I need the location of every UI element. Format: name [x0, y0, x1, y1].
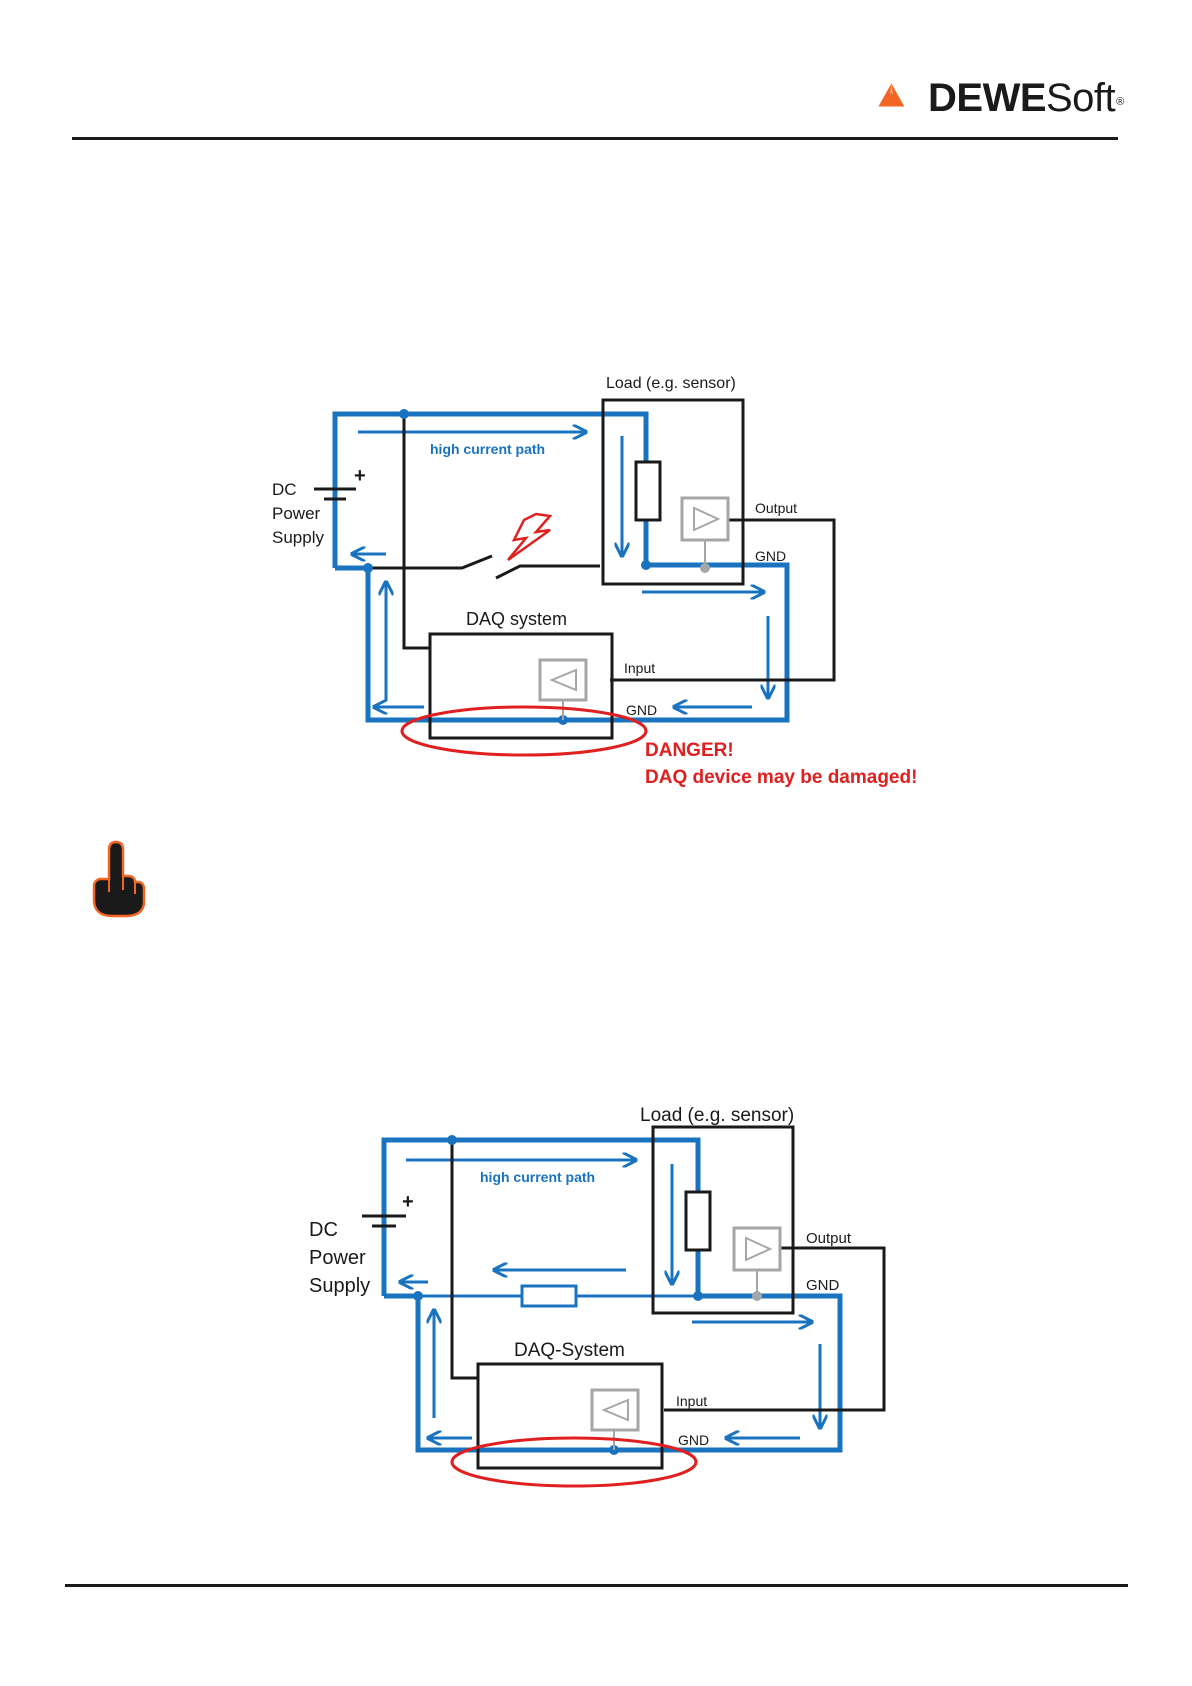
diagram-ground-loop-resistor: + DC Power Supply Load (e.g. sensor) Out… [0, 1090, 1192, 1500]
load-gnd-label: GND [806, 1277, 840, 1294]
supply-label-3: Supply [309, 1275, 370, 1297]
sensor-amplifier-icon [734, 1228, 780, 1301]
brand-name: DEWESoft® [928, 74, 1124, 122]
daq-gnd-label: GND [626, 702, 657, 718]
registered-mark: ® [1116, 96, 1124, 108]
load-box [653, 1127, 793, 1313]
supply-label-2: Power [309, 1247, 366, 1269]
supply-label-3: Supply [272, 528, 324, 547]
load-label: Load (e.g. sensor) [606, 375, 736, 392]
sensor-amplifier-icon [682, 498, 728, 573]
load-gnd-label: GND [755, 548, 786, 564]
danger-ellipse [402, 707, 646, 755]
supply-label-1: DC [272, 480, 297, 499]
footer-rule [65, 1584, 1128, 1587]
output-label: Output [755, 500, 797, 516]
plus-sign: + [354, 465, 366, 487]
ground-resistor-icon [522, 1286, 576, 1306]
supply-label-2: Power [272, 504, 321, 523]
load-label: Load (e.g. sensor) [640, 1105, 794, 1126]
current-path-label: high current path [430, 441, 545, 457]
brand-regular: Soft [1046, 76, 1115, 120]
lightning-icon [508, 514, 550, 560]
daq-label: DAQ system [466, 609, 567, 629]
danger-title: DANGER! [645, 740, 734, 761]
dewesoft-logo-icon [875, 82, 915, 118]
daq-gnd-label: GND [678, 1432, 709, 1448]
pointing-hand-icon [88, 838, 148, 918]
input-label: Input [624, 660, 655, 676]
header-rule [72, 137, 1118, 140]
danger-message: DAQ device may be damaged! [645, 767, 917, 788]
output-label: Output [806, 1230, 852, 1247]
resistor-icon [686, 1192, 710, 1250]
daq-label: DAQ-System [514, 1340, 625, 1361]
brand-bold: DEWE [928, 76, 1046, 120]
input-label: Input [676, 1393, 707, 1409]
load-box [603, 400, 743, 584]
current-path-label: high current path [480, 1169, 595, 1185]
plus-sign: + [402, 1191, 414, 1213]
diagram-ground-loop-danger: + DC Power Supply Load (e.g. sensor) Out… [0, 360, 1192, 800]
danger-ellipse [452, 1438, 696, 1486]
supply-label-1: DC [309, 1219, 338, 1241]
resistor-icon [636, 462, 660, 520]
